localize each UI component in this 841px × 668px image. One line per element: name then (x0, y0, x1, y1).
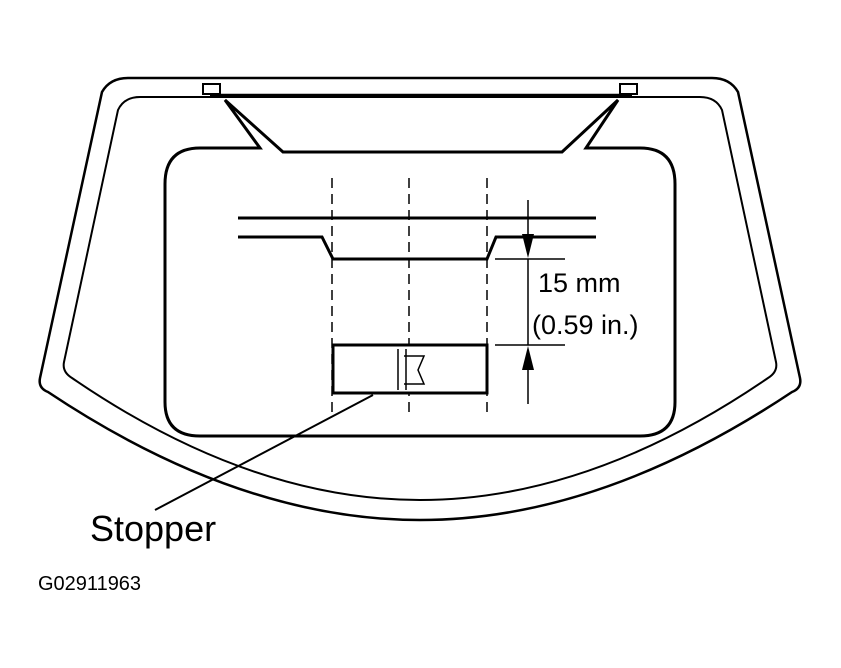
center-panel-outline (163, 98, 677, 438)
windshield-outer-outline (38, 76, 802, 522)
right-clip-tab (619, 83, 638, 95)
windshield-inner-outline (62, 96, 778, 502)
dimension-arrowhead-top (522, 234, 534, 258)
stopper-leader-line (154, 394, 374, 511)
dimension-arrowhead-bottom (522, 346, 534, 370)
figure-code: G02911963 (38, 573, 141, 595)
molding-lower-profile (238, 235, 596, 261)
stopper-clip-detail (397, 349, 426, 390)
stopper-label: Stopper (90, 508, 216, 549)
stopper-block (331, 343, 489, 395)
dimension-metric-text: 15 mm (538, 268, 621, 298)
dimension-imperial-text: (0.59 in.) (532, 310, 639, 340)
left-clip-tab (202, 83, 221, 95)
